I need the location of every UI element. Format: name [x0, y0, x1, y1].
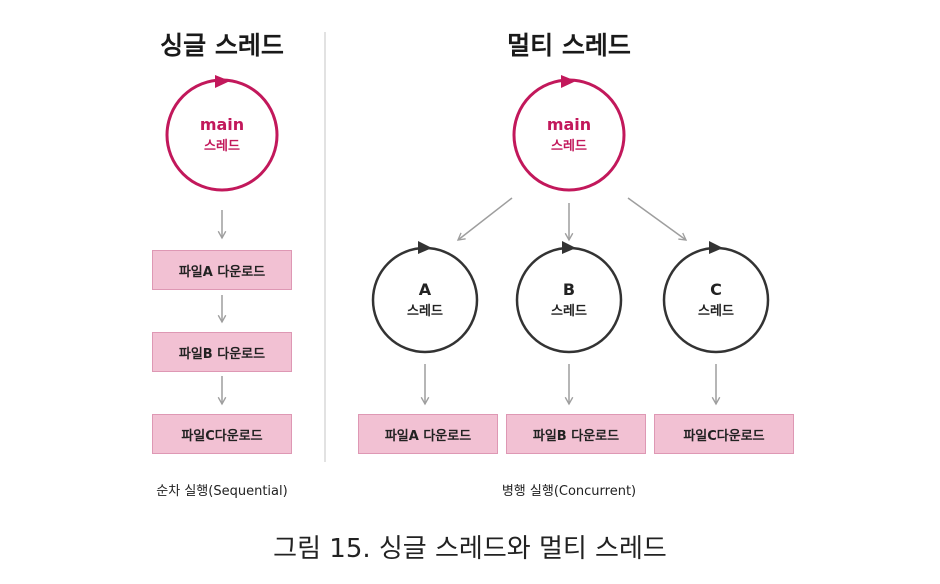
multi-arrow-main-to-c — [627, 197, 688, 241]
thread-b-label: B 스레드 — [519, 279, 619, 323]
thread-a-sub: 스레드 — [407, 304, 443, 319]
thread-a-label: A 스레드 — [375, 279, 475, 323]
thread-c-task: 파일C다운로드 — [654, 414, 794, 454]
multi-main-thread-label: main 스레드 — [519, 114, 619, 158]
single-thread-title: 싱글 스레드 — [160, 31, 284, 60]
single-task-file-c: 파일C다운로드 — [152, 414, 292, 454]
multi-main-thread-name: main — [546, 115, 592, 134]
thread-a-name: A — [418, 280, 432, 299]
thread-b-task: 파일B 다운로드 — [506, 414, 646, 454]
single-main-thread-name: main — [199, 115, 245, 134]
single-main-thread-sub: 스레드 — [204, 139, 240, 154]
multi-arrow-main-to-a — [456, 197, 513, 241]
thread-b-sub: 스레드 — [551, 304, 587, 319]
thread-b-rotation-arrow-icon — [562, 241, 576, 254]
multi-thread-caption: 병행 실행(Concurrent) — [501, 484, 637, 499]
single-task-file-a: 파일A 다운로드 — [152, 250, 292, 290]
thread-c-label: C 스레드 — [666, 279, 766, 323]
thread-c-rotation-arrow-icon — [709, 241, 723, 254]
single-task-file-b: 파일B 다운로드 — [152, 332, 292, 372]
thread-a-task: 파일A 다운로드 — [358, 414, 498, 454]
multi-main-rotation-arrow-icon — [561, 75, 576, 88]
figure-caption: 그림 15. 싱글 스레드와 멀티 스레드 — [273, 534, 667, 564]
single-main-thread-label: main 스레드 — [172, 114, 272, 158]
thread-c-sub: 스레드 — [698, 304, 734, 319]
single-thread-caption: 순차 실행(Sequential) — [156, 484, 288, 499]
thread-a-rotation-arrow-icon — [418, 241, 432, 254]
thread-c-name: C — [710, 280, 722, 299]
multi-thread-title: 멀티 스레드 — [507, 31, 631, 60]
thread-b-name: B — [562, 280, 576, 299]
multi-main-thread-sub: 스레드 — [551, 139, 587, 154]
single-main-rotation-arrow-icon — [215, 75, 230, 88]
